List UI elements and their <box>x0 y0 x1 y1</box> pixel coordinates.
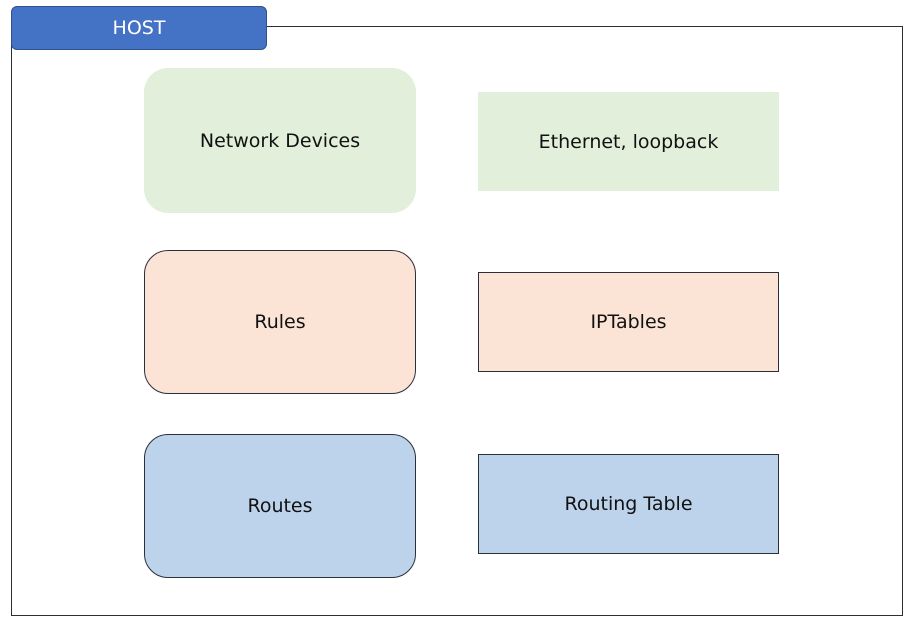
network-devices-box: Network Devices <box>144 68 416 213</box>
routing-table-box: Routing Table <box>478 454 779 554</box>
rules-box: Rules <box>144 250 416 394</box>
iptables-box: IPTables <box>478 272 779 372</box>
routes-box: Routes <box>144 434 416 578</box>
ethernet-loopback-box: Ethernet, loopback <box>478 92 779 191</box>
host-label: HOST <box>11 6 267 50</box>
